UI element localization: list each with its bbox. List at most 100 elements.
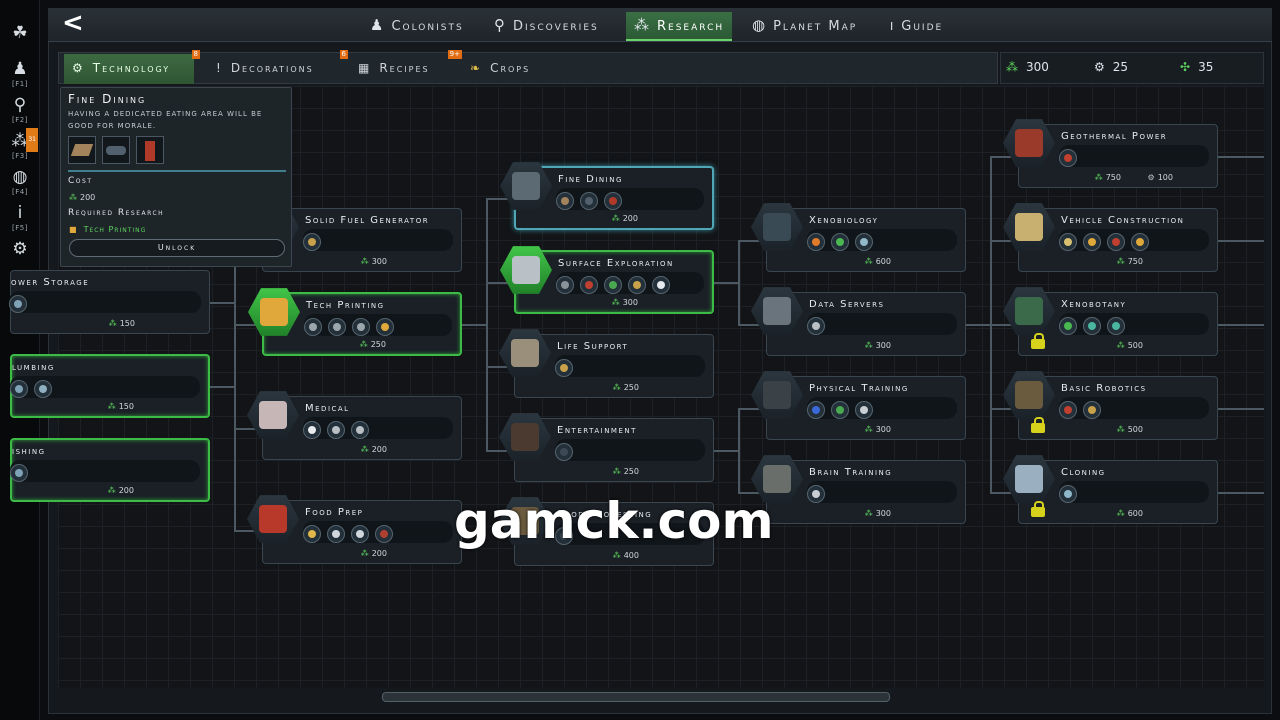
unlock-item-icon[interactable] <box>1059 317 1077 335</box>
unlock-item-icon[interactable] <box>807 485 825 503</box>
tab-colonists[interactable]: ♟Colonists <box>362 12 472 41</box>
unlock-item-icon[interactable] <box>1059 401 1077 419</box>
unlock-item-icon[interactable] <box>303 525 321 543</box>
unlock-item-icon[interactable] <box>628 276 646 294</box>
unlock-item-icon[interactable] <box>855 233 873 251</box>
unlock-item-icon[interactable] <box>352 318 370 336</box>
unlock-item-icon[interactable] <box>1083 233 1101 251</box>
unlock-item-icon[interactable] <box>304 318 322 336</box>
node-title: Solid Fuel Generator <box>305 215 430 226</box>
research-node-vehicle-construction[interactable]: Vehicle Construction⁂750 <box>1003 203 1218 272</box>
unlock-item-icon[interactable] <box>807 401 825 419</box>
unlock-item-icon[interactable] <box>807 317 825 335</box>
unlock-item-icon[interactable] <box>376 318 394 336</box>
research-node-surface-exploration[interactable]: Surface Exploration⁂300 <box>500 246 714 314</box>
unlock-item-icon[interactable] <box>10 380 28 398</box>
node-cost: ⁂400 <box>613 551 639 560</box>
research-node-food-prep[interactable]: Food Prep⁂200 <box>247 495 462 564</box>
research-node-physical-training[interactable]: Physical Training⁂300 <box>751 371 966 440</box>
research-node-food-processing[interactable]: Food Processing⁂400 <box>499 497 714 566</box>
tab-planet-map[interactable]: ◍Planet Map <box>744 12 865 41</box>
back-button[interactable]: < <box>62 8 84 38</box>
unlock-item-icon[interactable] <box>652 276 670 294</box>
node-cost: ⁂150 <box>109 319 135 328</box>
unlock-button[interactable]: Unlock <box>69 239 285 257</box>
tab-crops[interactable]: ❧Crops <box>462 54 552 84</box>
unlock-item-icon[interactable] <box>303 421 321 439</box>
unlock-item-icon[interactable] <box>1059 149 1077 167</box>
unlock-item-icon[interactable] <box>1083 401 1101 419</box>
node-title: Xenobotany <box>1061 299 1127 310</box>
unlock-item-icon[interactable] <box>555 443 573 461</box>
research-node-basic-robotics[interactable]: Basic Robotics⁂500 <box>1003 371 1218 440</box>
unlock-item-icon[interactable] <box>556 192 574 210</box>
unlock-item-icon[interactable] <box>555 527 573 545</box>
unlock-item-icon[interactable] <box>10 464 28 482</box>
node-title: Food Prep <box>305 507 364 518</box>
sidebar-research-button[interactable]: ⁂ [F3] 31 <box>6 128 38 160</box>
research-node-tech-printing[interactable]: Tech Printing⁂250 <box>248 288 462 356</box>
unlock-item-icon[interactable] <box>328 318 346 336</box>
node-cost: ⁂250 <box>613 467 639 476</box>
node-title: lumbing <box>12 362 55 373</box>
unlock-item-icon[interactable] <box>375 525 393 543</box>
technology-icon: ⚙ <box>72 61 85 75</box>
research-node-xenobotany[interactable]: Xenobotany⁂500 <box>1003 287 1218 356</box>
sidebar-guide-button[interactable]: i [F5] <box>6 202 34 232</box>
item-render <box>511 507 539 535</box>
sidebar-planet-map-button[interactable]: ◍ [F4] <box>6 166 34 196</box>
research-node-cloning[interactable]: Cloning⁂600 <box>1003 455 1218 524</box>
unlock-item-icon[interactable] <box>1107 317 1125 335</box>
unlock-item-icon[interactable] <box>580 276 598 294</box>
research-node-medical[interactable]: Medical⁂200 <box>247 391 462 460</box>
sidebar-discoveries-button[interactable]: ⚲ [F2] <box>6 94 34 124</box>
research-node-geothermal-power[interactable]: Geothermal Power⁂750⚙100 <box>1003 119 1218 188</box>
research-node-plumbing[interactable]: lumbing⁂150 <box>10 354 210 418</box>
unlock-item-icon[interactable] <box>1107 233 1125 251</box>
research-node-fine-dining[interactable]: Fine Dining⁂200 <box>500 162 714 230</box>
colony-tree-icon[interactable]: ☘ <box>12 23 28 43</box>
cost-number: 200 <box>371 445 387 454</box>
cost-number: 200 <box>622 214 638 223</box>
research-node-solid-fuel-generator[interactable]: Solid Fuel Generator ⁂300 <box>247 203 462 272</box>
unlock-item-icon[interactable] <box>580 192 598 210</box>
sidebar-colonists-button[interactable]: ♟ [F1] <box>6 58 34 88</box>
node-cost: ⁂300 <box>361 257 387 266</box>
research-node-entertainment[interactable]: Entertainment⁂250 <box>499 413 714 482</box>
research-node-brain-training[interactable]: Brain Training⁂300 <box>751 455 966 524</box>
unlock-item-icon[interactable] <box>855 401 873 419</box>
unlock-item-icon[interactable] <box>9 295 27 313</box>
horizontal-scrollbar[interactable] <box>382 692 890 702</box>
research-node-xenobiology[interactable]: Xenobiology⁂600 <box>751 203 966 272</box>
unlock-item-icon[interactable] <box>555 359 573 377</box>
tab-research[interactable]: ⁂Research <box>626 12 733 41</box>
settings-gear-icon[interactable]: ⚙ <box>12 239 28 259</box>
item-render <box>1015 297 1043 325</box>
unlock-item-icon[interactable] <box>327 525 345 543</box>
unlock-item-icon[interactable] <box>556 276 574 294</box>
tab-discoveries[interactable]: ⚲Discoveries <box>486 12 607 41</box>
research-node-data-servers[interactable]: Data Servers⁂300 <box>751 287 966 356</box>
research-node-life-support[interactable]: Life Support⁂250 <box>499 329 714 398</box>
research-node-fishing[interactable]: ishing⁂200 <box>10 438 210 502</box>
unlock-item-icon[interactable] <box>327 421 345 439</box>
unlock-item-icon[interactable] <box>303 233 321 251</box>
unlock-item-icon[interactable] <box>807 233 825 251</box>
unlock-item-icon[interactable] <box>604 192 622 210</box>
unlock-item-icon[interactable] <box>831 233 849 251</box>
unlock-item-icon[interactable] <box>34 380 52 398</box>
unlock-item-icon[interactable] <box>831 401 849 419</box>
research-node-power-storage[interactable]: ower Storage⁂150 <box>9 270 210 334</box>
unlock-item-icon[interactable] <box>351 421 369 439</box>
unlock-item-icon[interactable] <box>1083 317 1101 335</box>
node-title: Medical <box>305 403 350 414</box>
unlock-item-icon[interactable] <box>604 276 622 294</box>
unlock-item-icon[interactable] <box>1059 485 1077 503</box>
unlock-item-icon[interactable] <box>351 525 369 543</box>
unlock-item-icon[interactable] <box>1131 233 1149 251</box>
unlock-item-icon[interactable] <box>1059 233 1077 251</box>
